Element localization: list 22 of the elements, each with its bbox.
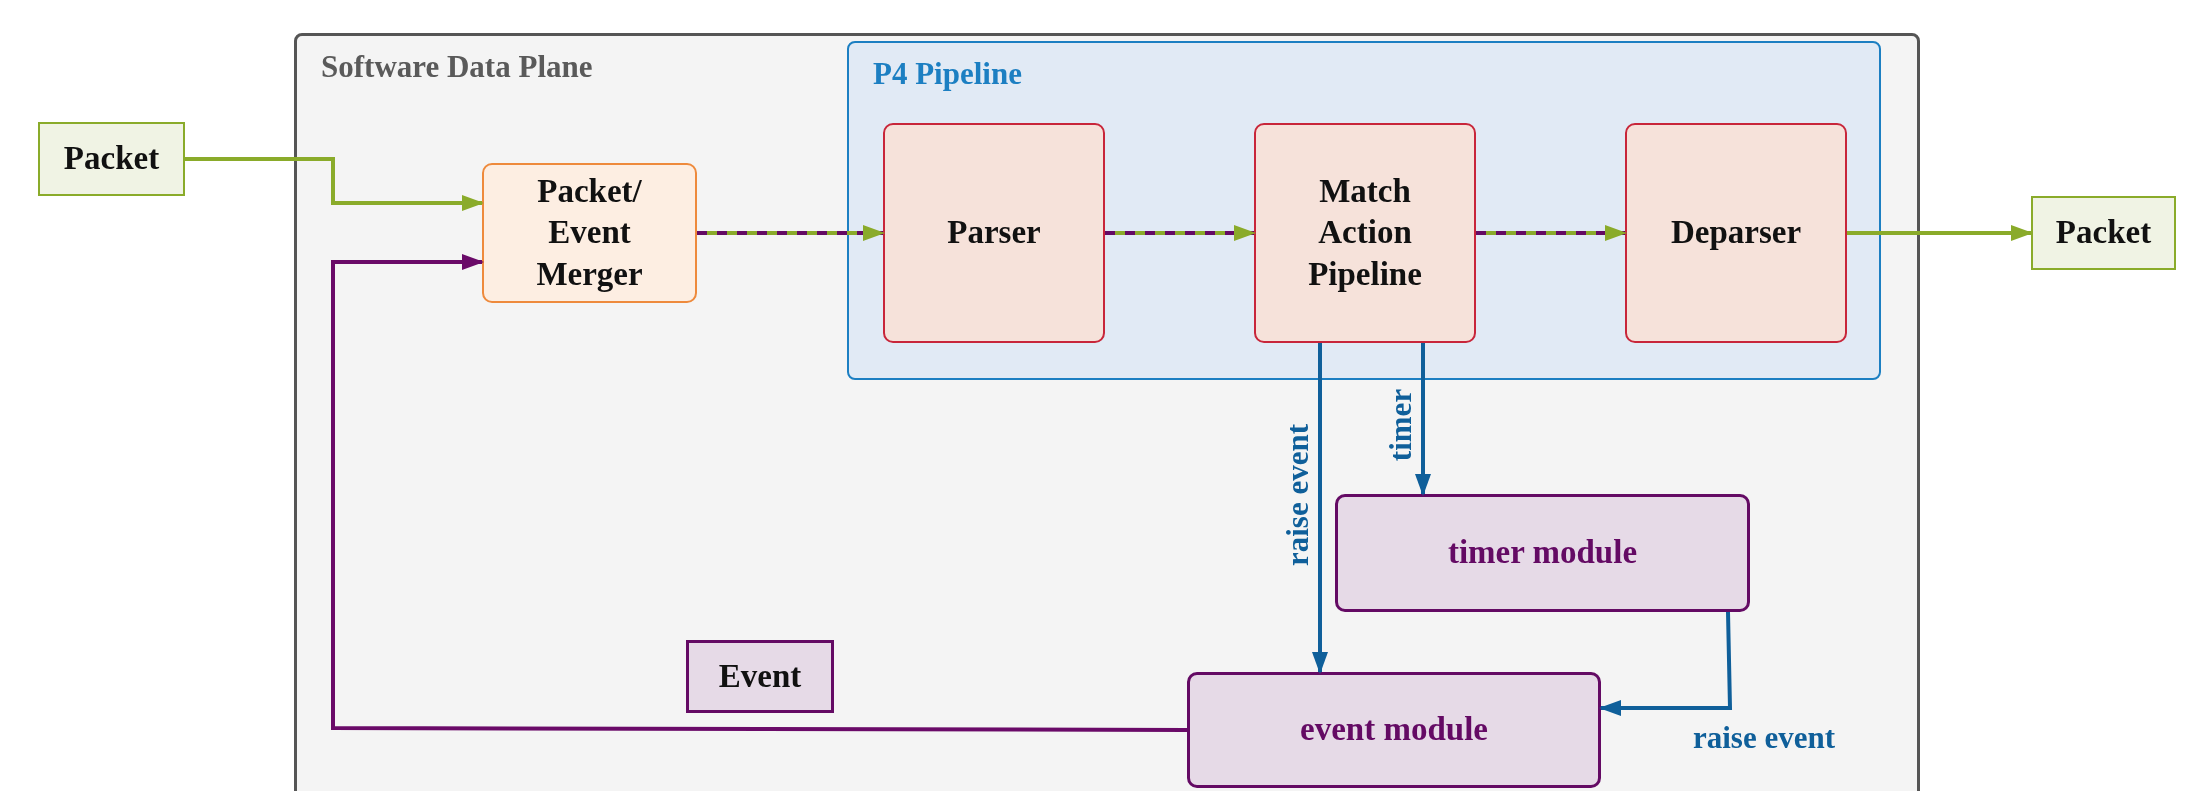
pipeline-group [847,41,1881,380]
data-plane-frame [294,33,1920,791]
module-box [1187,672,1601,788]
stage-box [883,123,1105,343]
node-label: Deparser [1670,213,1802,253]
event-box [686,640,834,713]
stage-box [1625,123,1847,343]
group-title: P4 Pipeline [873,55,1022,93]
node-label: Packet/ Event Merger [535,172,644,294]
group-title: Software Data Plane [321,48,593,86]
node-label: timer module [1447,533,1638,573]
stage-box [1254,123,1476,343]
packet-box [38,122,185,196]
node-label: Match Action Pipeline [1307,172,1423,294]
node-label: Packet [63,139,160,179]
node-label: Parser [947,213,1041,253]
module-box [1335,494,1750,612]
node-label: Packet [2055,213,2152,253]
node-label: event module [1300,710,1488,750]
merger-box [482,163,697,303]
packet-box [2031,196,2176,270]
node-label: Event [718,656,802,696]
